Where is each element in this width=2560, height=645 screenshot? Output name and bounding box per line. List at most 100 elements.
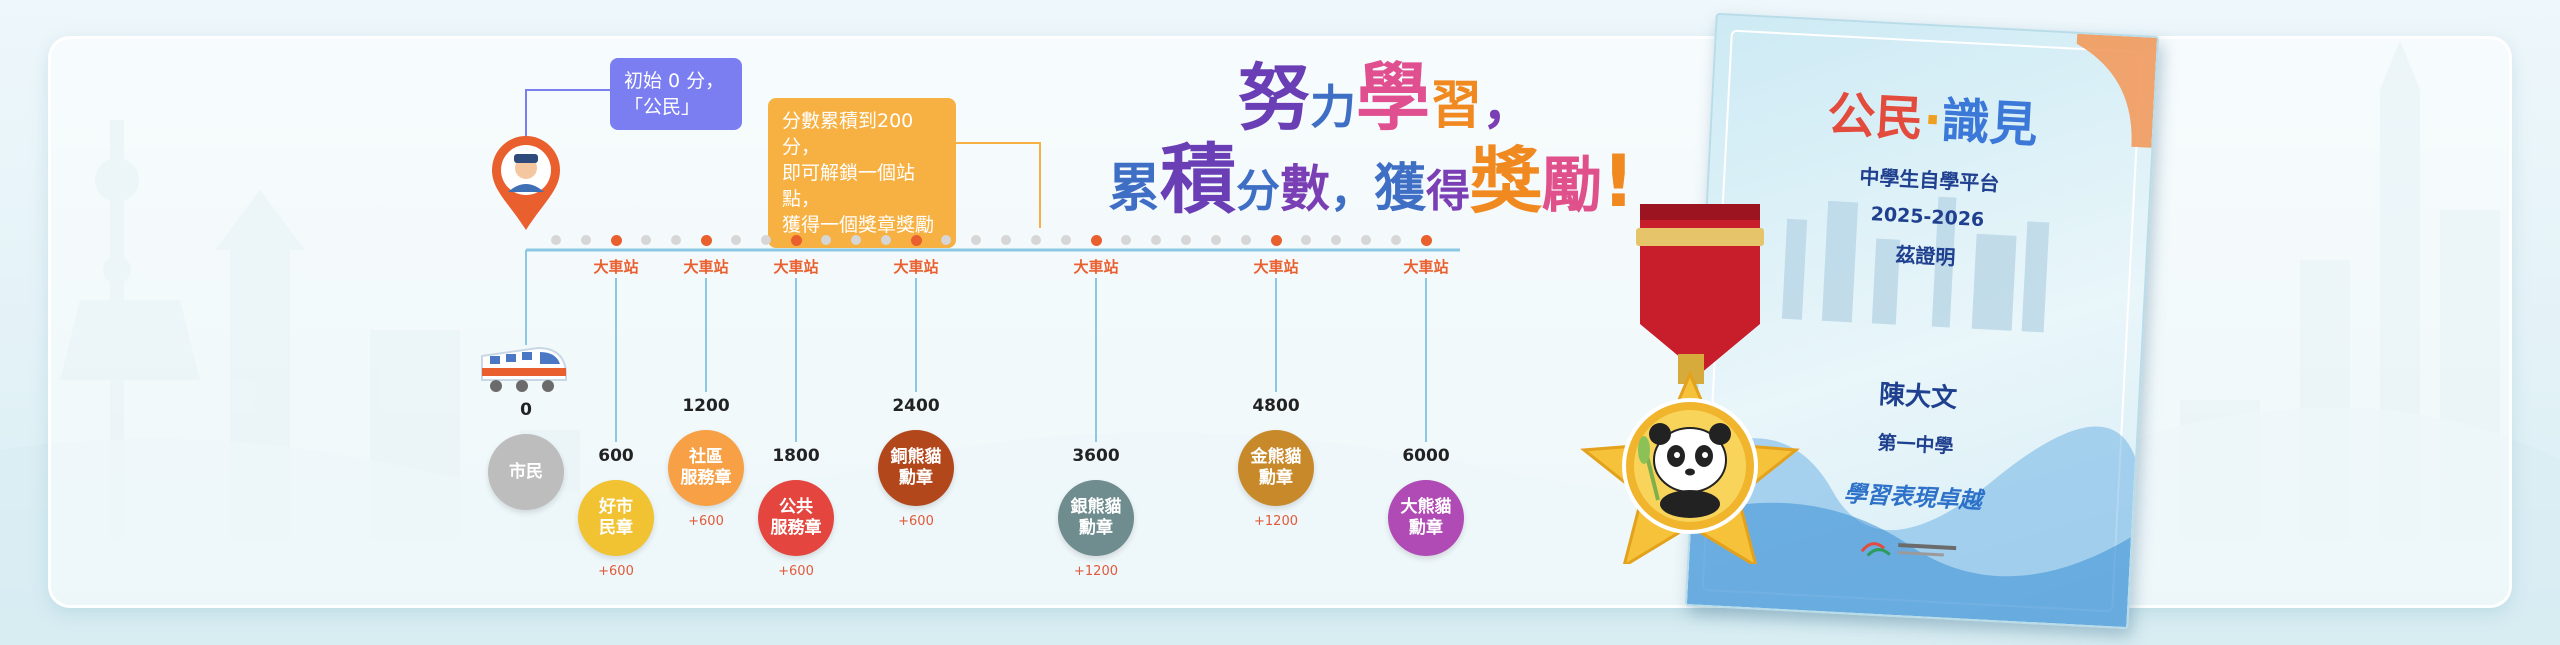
milestone-score: 6000 [1402, 446, 1450, 466]
milestone-badge: 大熊貓勳章 [1388, 480, 1464, 556]
milestone-badge: 金熊貓勳章 [1238, 430, 1314, 506]
citizen-pin-icon [492, 136, 560, 230]
timeline-dot [941, 235, 951, 245]
milestone-badge-label: 社區服務章 [681, 447, 732, 489]
milestone-score: 1200 [682, 396, 730, 416]
slogan-char: 力 [1310, 80, 1357, 134]
milestone-badge-label: 好市民章 [599, 497, 633, 539]
slogan-char: ! [1602, 139, 1635, 223]
milestone-badge: 好市民章 [578, 480, 654, 556]
slogan-char: ， [1482, 76, 1535, 136]
milestone-badge: 銀熊貓勳章 [1058, 480, 1134, 556]
station-label: 大車站 [893, 258, 939, 276]
info-bubble: 分數累積到200分， 即可解鎖一個站點， 獲得一個獎章獎勵 [768, 98, 956, 248]
station-label: 大車站 [1403, 258, 1449, 276]
info-bubble-line: 即可解鎖一個站點， [782, 162, 916, 210]
milestone-bonus: +600 [598, 564, 634, 579]
timeline-dot [641, 235, 651, 245]
certificate-decoration [1686, 33, 2158, 628]
timeline-dot [1361, 235, 1371, 245]
timeline-dot [1241, 235, 1251, 245]
slogan-char: 獲 [1374, 159, 1427, 219]
timeline-dot [1391, 235, 1401, 245]
timeline-dot [1331, 235, 1341, 245]
milestone-badge-label: 大熊貓勳章 [1401, 497, 1452, 539]
station-dot [910, 234, 922, 246]
badge-line: 金熊貓 [1250, 447, 1302, 467]
station-connector [705, 278, 707, 392]
train-icon [481, 346, 567, 392]
badge-line: 銅熊貓 [890, 447, 942, 467]
slogan-char: 累 [1108, 159, 1161, 219]
badge-line: 社區 [689, 447, 723, 467]
badge-line: 勳章 [1259, 468, 1293, 488]
station-connector [615, 278, 617, 442]
station-label: 大車站 [1073, 258, 1119, 276]
badge-line: 市民 [509, 461, 543, 482]
badge-line: 好市 [599, 497, 633, 517]
timeline-dot [1121, 235, 1131, 245]
badge-line: 民章 [599, 518, 633, 538]
badge-line: 勳章 [899, 468, 933, 488]
station-connector [1095, 278, 1097, 442]
milestone-badge: 公共服務章 [758, 480, 834, 556]
certificate-title-part: 識見 [1940, 92, 2039, 154]
timeline-dot [851, 235, 861, 245]
info-bubble-line: 分數累積到200分， [782, 110, 914, 158]
timeline-dot [731, 235, 741, 245]
badge-line: 勳章 [1409, 518, 1443, 538]
milestone-badge: 社區服務章 [668, 430, 744, 506]
timeline-dot [761, 235, 771, 245]
slogan-line-2: 累積分數，獲得獎勵! [1108, 118, 1635, 228]
start-bubble: 初始 0 分， 「公民」 [610, 58, 742, 130]
badge-line: 大熊貓 [1400, 497, 1452, 517]
slogan-char: 學 [1356, 55, 1431, 141]
timeline-dot [1301, 235, 1311, 245]
milestone-score: 3600 [1072, 446, 1120, 466]
organization-logo-icon [1860, 542, 1957, 557]
start-bubble-line: 初始 0 分， [624, 70, 725, 92]
station-label: 大車站 [773, 258, 819, 276]
station-label: 大車站 [1253, 258, 1299, 276]
station-connector [1425, 278, 1427, 442]
timeline-dot [1001, 235, 1011, 245]
milestone-score: 2400 [892, 396, 940, 416]
slogan-char: 習 [1430, 76, 1483, 136]
station-label: 大車站 [593, 258, 639, 276]
timeline-dot [881, 235, 891, 245]
panda-medal-icon [1580, 204, 1800, 564]
slogan-char: 數 [1280, 160, 1331, 218]
timeline-dot [551, 235, 561, 245]
slogan-char: 努 [1238, 56, 1311, 140]
slogan-line-1: 努力學習， [1238, 38, 1534, 145]
milestone-bonus: +1200 [1254, 514, 1298, 529]
milestone-score: 600 [598, 446, 634, 466]
timeline-dot [1211, 235, 1221, 245]
milestone-bonus: +600 [688, 514, 724, 529]
milestone-score: 4800 [1252, 396, 1300, 416]
milestone-badge: 銅熊貓勳章 [878, 430, 954, 506]
badge-line: 銀熊貓 [1070, 497, 1122, 517]
milestone-badge-label: 銀熊貓勳章 [1071, 497, 1122, 539]
station-dot [790, 234, 802, 246]
milestone-badge-label: 公共服務章 [771, 497, 822, 539]
certificate: 公民·識見 中學生自學平台 2025-2026 茲證明 陳大文 第一中學 學習表… [1684, 12, 2160, 630]
slogan-char: 積 [1160, 135, 1237, 224]
milestone-score: 1800 [772, 446, 820, 466]
slogan-char: 勵 [1542, 151, 1603, 221]
milestone-badge-label: 銅熊貓勳章 [891, 447, 942, 489]
timeline-dot [821, 235, 831, 245]
timeline-dot [1151, 235, 1161, 245]
milestone-badge-label: 市民 [509, 462, 543, 483]
milestone-bonus: +600 [778, 564, 814, 579]
info-bubble-line: 獲得一個獎章獎勵 [782, 214, 935, 236]
certificate-title-part: 公民 [1826, 86, 1925, 148]
timeline-dot [1181, 235, 1191, 245]
station-connector [1275, 278, 1277, 392]
station-dot [610, 234, 622, 246]
badge-line: 服務章 [680, 468, 732, 488]
station-dot [1420, 234, 1432, 246]
station-label: 大車站 [683, 258, 729, 276]
milestone-score: 0 [520, 400, 532, 420]
